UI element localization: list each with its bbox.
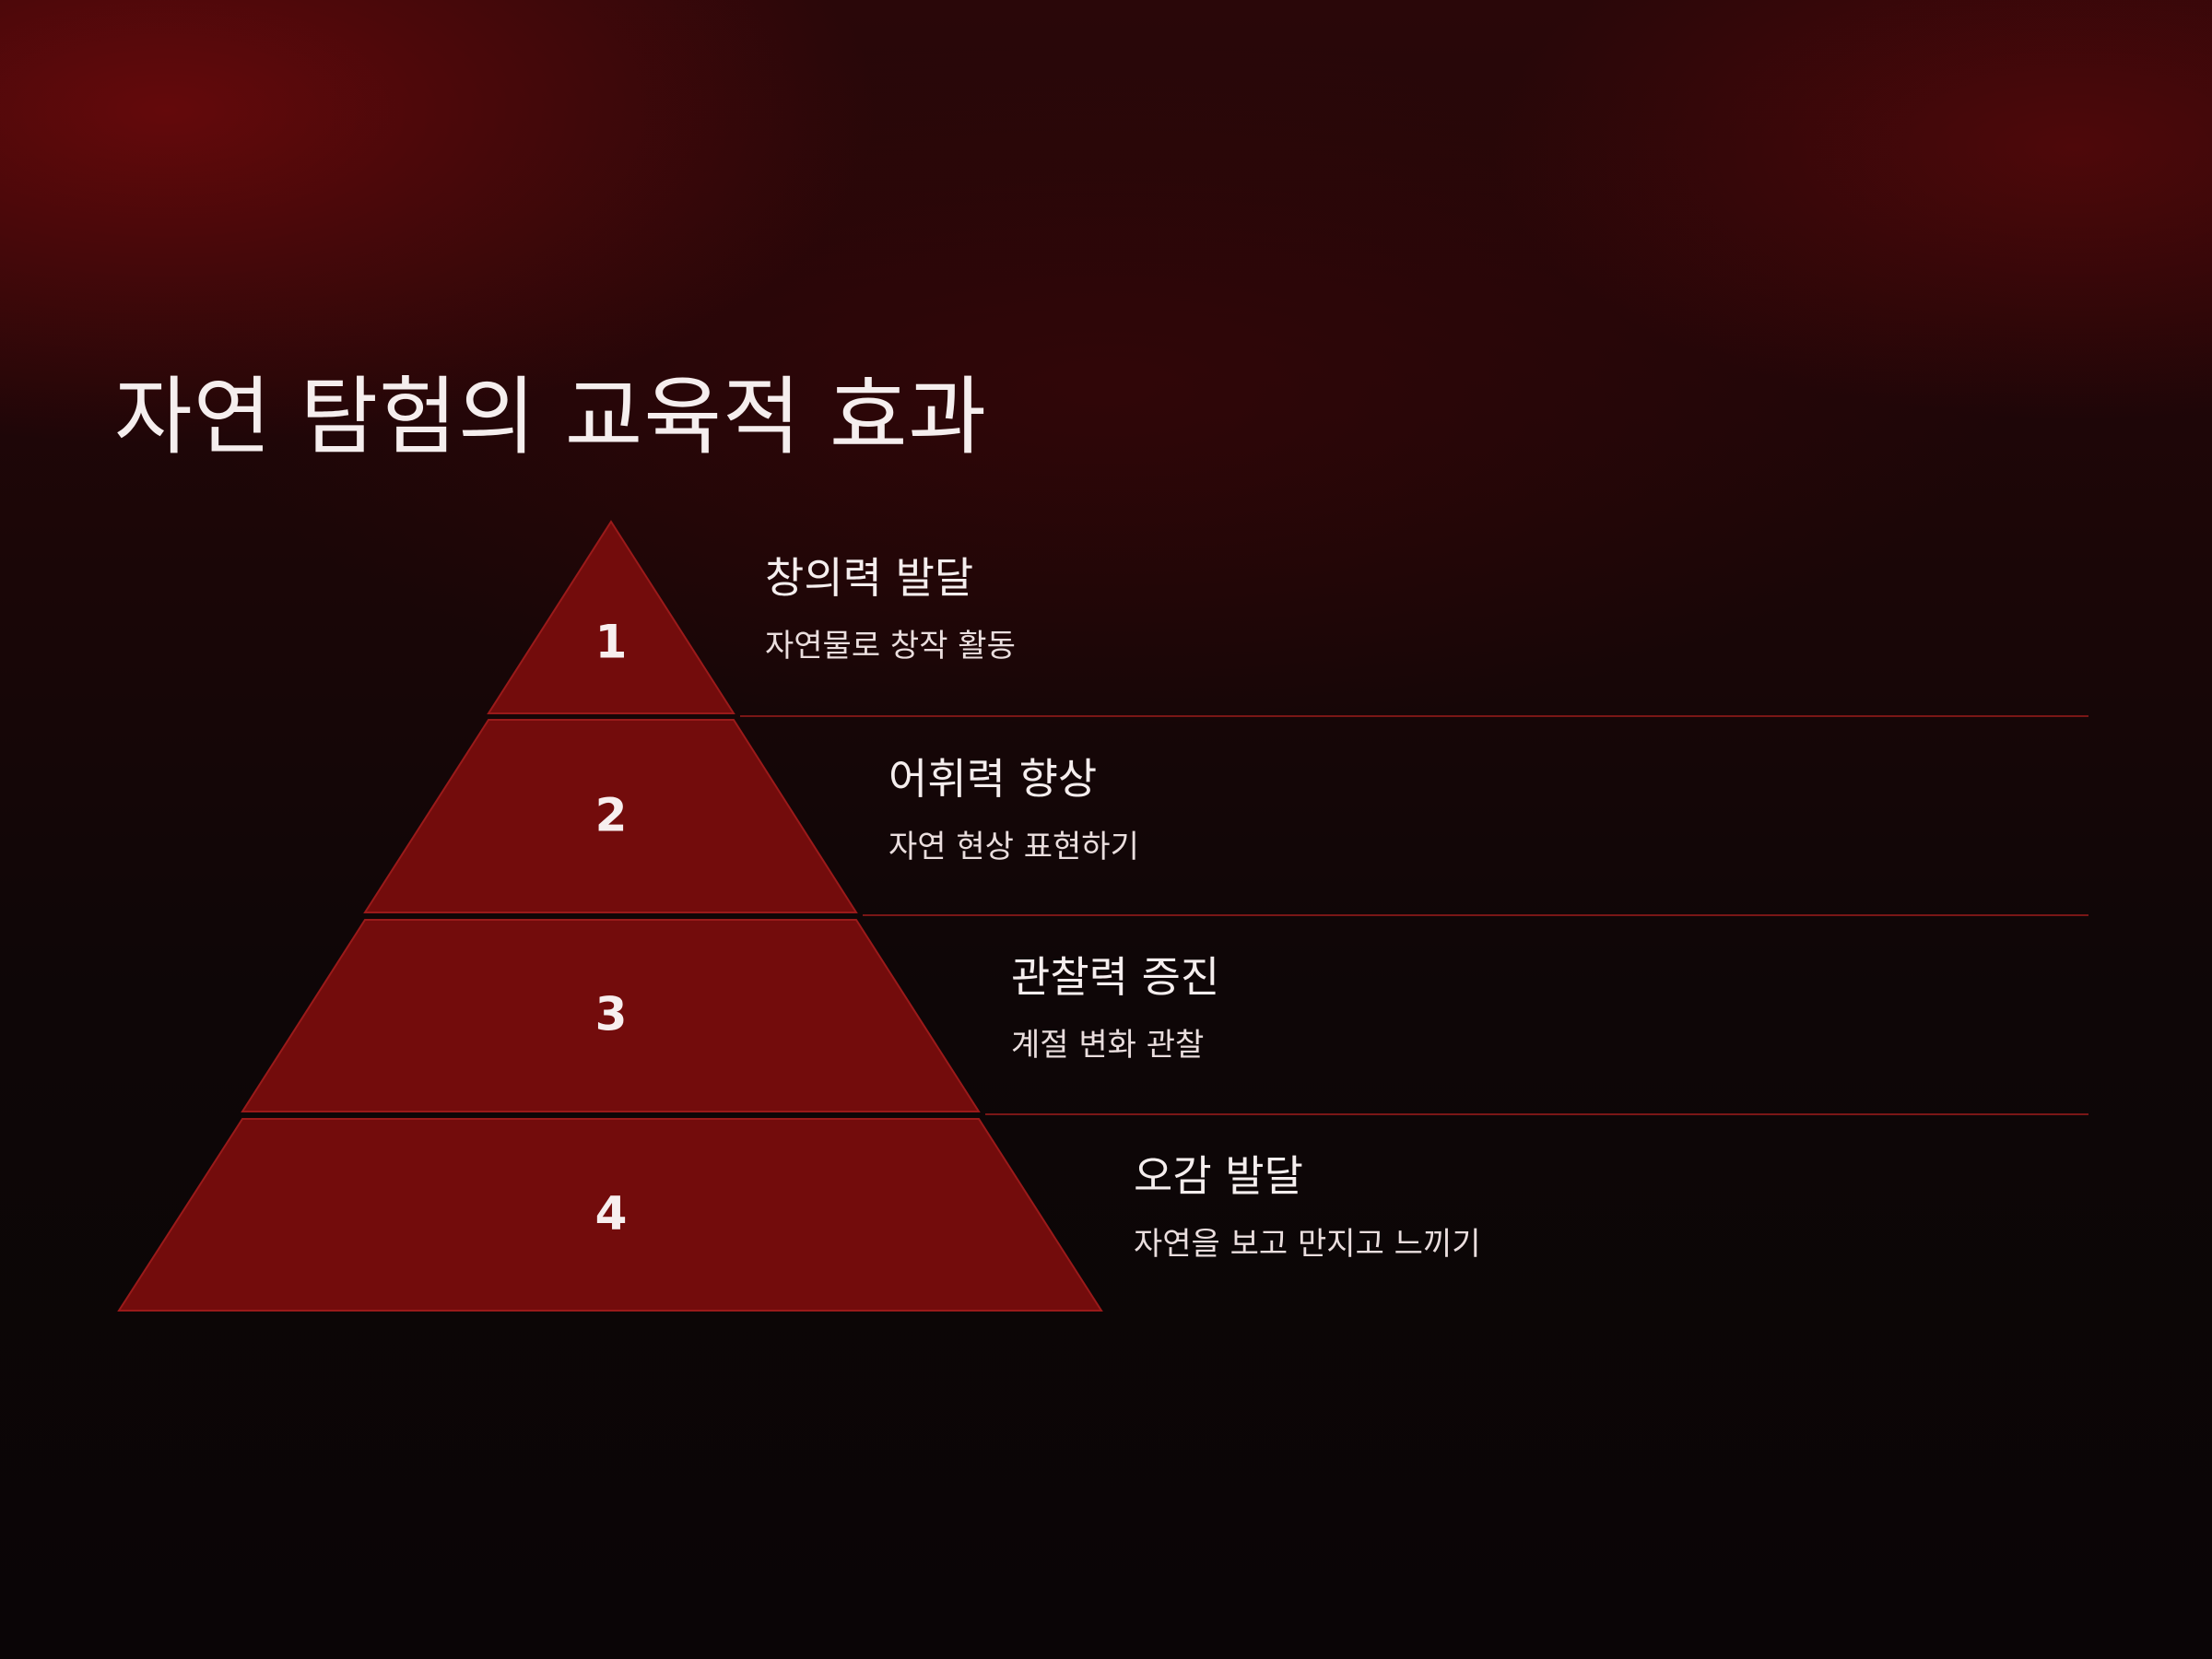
tier-description-1: 자연물로 창작 활동 xyxy=(765,628,1016,665)
tier-heading-1: 창의력 발달 xyxy=(765,553,974,603)
tier-description-2: 자연 현상 표현하기 xyxy=(888,829,1139,866)
tier-text-3: 관찰력 증진 계절 변화 관찰 xyxy=(1011,952,1219,1065)
tier-description-3: 계절 변화 관찰 xyxy=(1011,1027,1205,1065)
tier-heading-3: 관찰력 증진 xyxy=(1011,952,1220,1002)
pyramid-tier-4 xyxy=(117,1118,1103,1312)
tier-text-1: 창의력 발달 자연물로 창작 활동 xyxy=(765,553,1016,665)
slide-title: 자연 탐험의 교육적 효과 xyxy=(114,368,988,466)
tier-heading-2: 어휘력 향상 xyxy=(888,754,1098,804)
tier-number-3: 3 xyxy=(595,988,628,1041)
tier-heading-4: 오감 발달 xyxy=(1134,1151,1303,1201)
pyramid-tier-3 xyxy=(241,919,981,1112)
tier-number-2: 2 xyxy=(595,789,628,842)
tier-text-4: 오감 발달 자연을 보고 만지고 느끼기 xyxy=(1134,1151,1481,1264)
tier-number-4: 4 xyxy=(595,1187,628,1241)
pyramid-tier-1 xyxy=(487,520,735,714)
tier-description-4: 자연을 보고 만지고 느끼기 xyxy=(1134,1226,1481,1264)
tier-text-2: 어휘력 향상 자연 현상 표현하기 xyxy=(888,754,1139,866)
pyramid-tier-2 xyxy=(363,719,858,913)
tier-number-1: 1 xyxy=(595,616,628,669)
